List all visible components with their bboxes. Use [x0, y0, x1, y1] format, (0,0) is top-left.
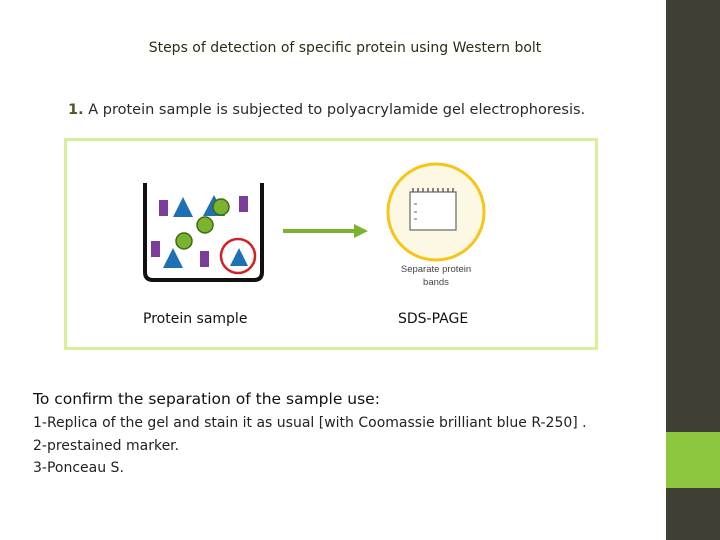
gel-icon: [409, 191, 457, 231]
gel-wells: [412, 188, 454, 192]
protein-sample-label: Protein sample: [143, 311, 248, 327]
page-title: Steps of detection of specific protein u…: [148, 40, 542, 56]
confirm-heading: To confirm the separation of the sample …: [33, 390, 380, 408]
protein-square: [151, 241, 160, 257]
protein-triangle: [173, 197, 193, 217]
list-item: 1-Replica of the gel and stain it as usu…: [33, 415, 587, 431]
diagram-panel: [64, 138, 598, 350]
protein-circle: [175, 232, 193, 250]
protein-square: [239, 196, 248, 212]
list-item: 3-Ponceau S.: [33, 460, 124, 476]
sds-page-label: SDS-PAGE: [398, 311, 469, 327]
protein-triangle: [230, 248, 248, 266]
sidebar-accent-block: [666, 432, 720, 488]
protein-circle: [196, 216, 214, 234]
gel-caption-line1: Separate protein: [401, 264, 471, 275]
step-1: 1. A protein sample is subjected to poly…: [68, 102, 585, 118]
protein-square: [159, 200, 168, 216]
list-item: 2-prestained marker.: [33, 437, 180, 454]
confirm-list: 1-Replica of the gel and stain it as usu…: [33, 412, 587, 480]
protein-triangle: [163, 248, 183, 268]
gel-caption-line2: bands: [423, 277, 449, 288]
step-1-text: A protein sample is subjected to polyacr…: [88, 102, 586, 118]
gel-bands: [414, 203, 417, 220]
protein-circle: [212, 198, 230, 216]
step-1-number: 1.: [68, 102, 84, 118]
arrow-head: [354, 224, 368, 238]
beaker: [143, 183, 264, 282]
highlight-ring: [219, 237, 257, 275]
protein-square: [200, 251, 209, 267]
